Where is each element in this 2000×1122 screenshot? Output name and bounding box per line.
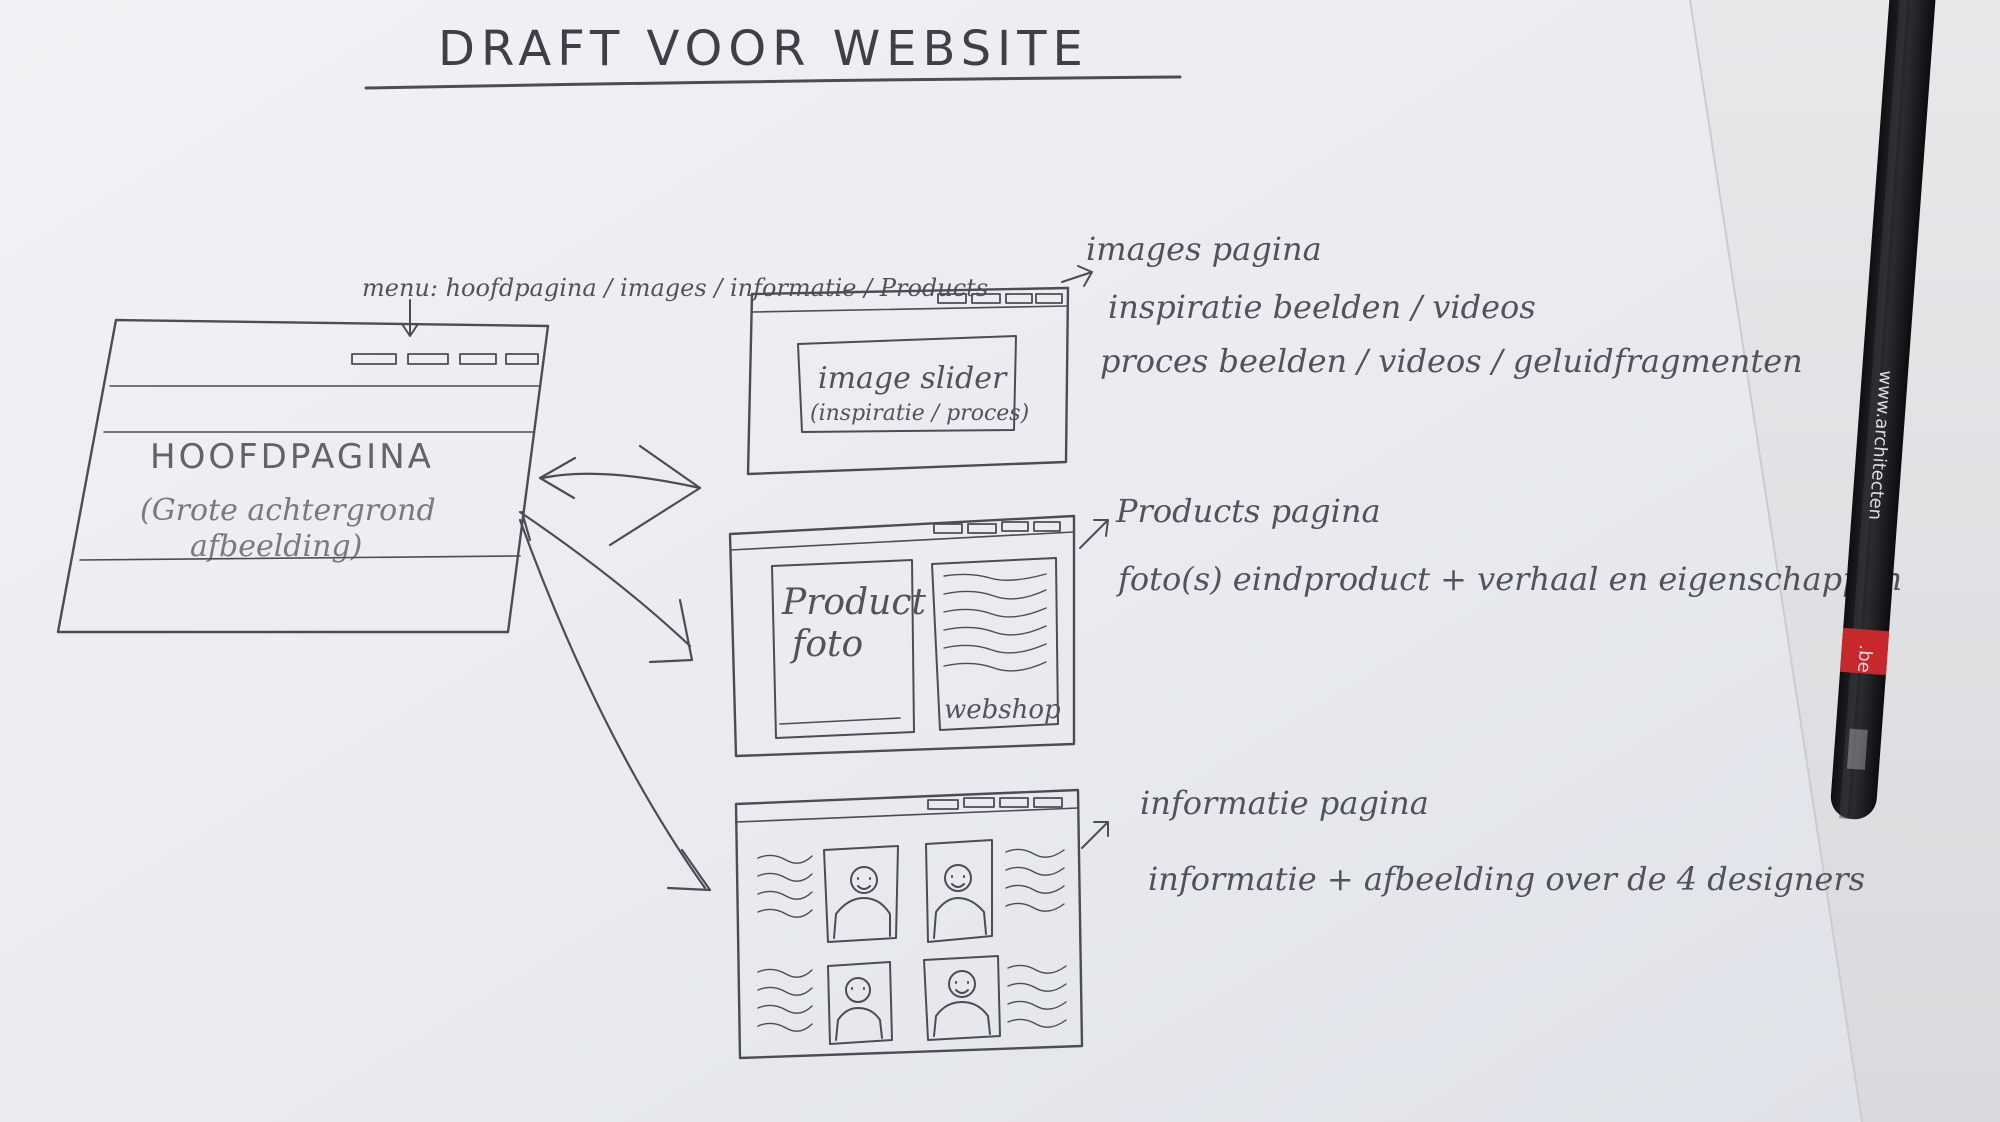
paper-edge <box>1689 0 1863 1122</box>
product-text-lines <box>943 573 1047 672</box>
connector-arrows <box>518 444 712 892</box>
products-page-heading: Products pagina <box>1115 492 1381 530</box>
images-page-line1: inspiratie beelden / videos <box>1108 288 1536 326</box>
menu-note: menu: hoofdpagina / images / informatie … <box>362 274 988 302</box>
slider-label-line1: image slider <box>818 361 1008 396</box>
home-subtitle-line2: afbeelding) <box>190 529 362 564</box>
product-text-box <box>931 557 1059 731</box>
images-menu-buttons <box>937 293 1063 304</box>
info-menu-buttons <box>927 797 1063 810</box>
product-photo-line1: Product <box>781 582 926 623</box>
page-title: DRAFT VOOR WEBSITE <box>438 21 1089 77</box>
home-title: HOOFDPAGINA <box>150 437 434 477</box>
info-text-lines <box>757 848 1067 1032</box>
paper-sheet <box>0 0 1862 1122</box>
info-wireframe <box>734 788 1084 1060</box>
products-wireframe <box>728 514 1076 758</box>
product-photo-line2: foto <box>789 624 863 665</box>
pen: www.architecten .be <box>1830 0 1939 820</box>
products-pointer-arrow-icon <box>1079 519 1109 549</box>
slider-label-line2: (inspiratie / proces) <box>810 401 1029 426</box>
designer-portrait-1 <box>823 845 899 943</box>
designer-portrait-4 <box>923 955 1001 1041</box>
image-slider-box <box>797 335 1017 433</box>
images-page-line2: proces beelden / videos / geluidfragment… <box>1100 342 1803 380</box>
designer-portrait-2 <box>925 839 993 943</box>
menu-arrow-icon <box>401 299 419 337</box>
home-subtitle-line1: (Grote achtergrond <box>140 493 436 528</box>
info-page-description: informatie + afbeelding over de 4 design… <box>1148 860 1865 898</box>
images-page-heading: images pagina <box>1086 230 1322 268</box>
info-pointer-arrow-icon <box>1081 821 1109 849</box>
pen-red-band <box>1839 627 1890 676</box>
home-wireframe <box>56 318 550 634</box>
products-page-description: foto(s) eindproduct + verhaal en eigensc… <box>1116 560 1902 598</box>
info-page-heading: informatie pagina <box>1140 784 1429 822</box>
images-pointer-arrow-icon <box>1061 265 1093 287</box>
home-menu-buttons <box>351 353 539 365</box>
designer-portrait-3 <box>827 961 893 1045</box>
images-wireframe <box>746 286 1070 476</box>
products-menu-buttons <box>933 521 1061 534</box>
pen-url-suffix: .be <box>1853 644 1876 674</box>
product-photo-box <box>771 559 915 739</box>
webshop-label: webshop <box>944 695 1061 725</box>
title-underline <box>364 75 1182 90</box>
